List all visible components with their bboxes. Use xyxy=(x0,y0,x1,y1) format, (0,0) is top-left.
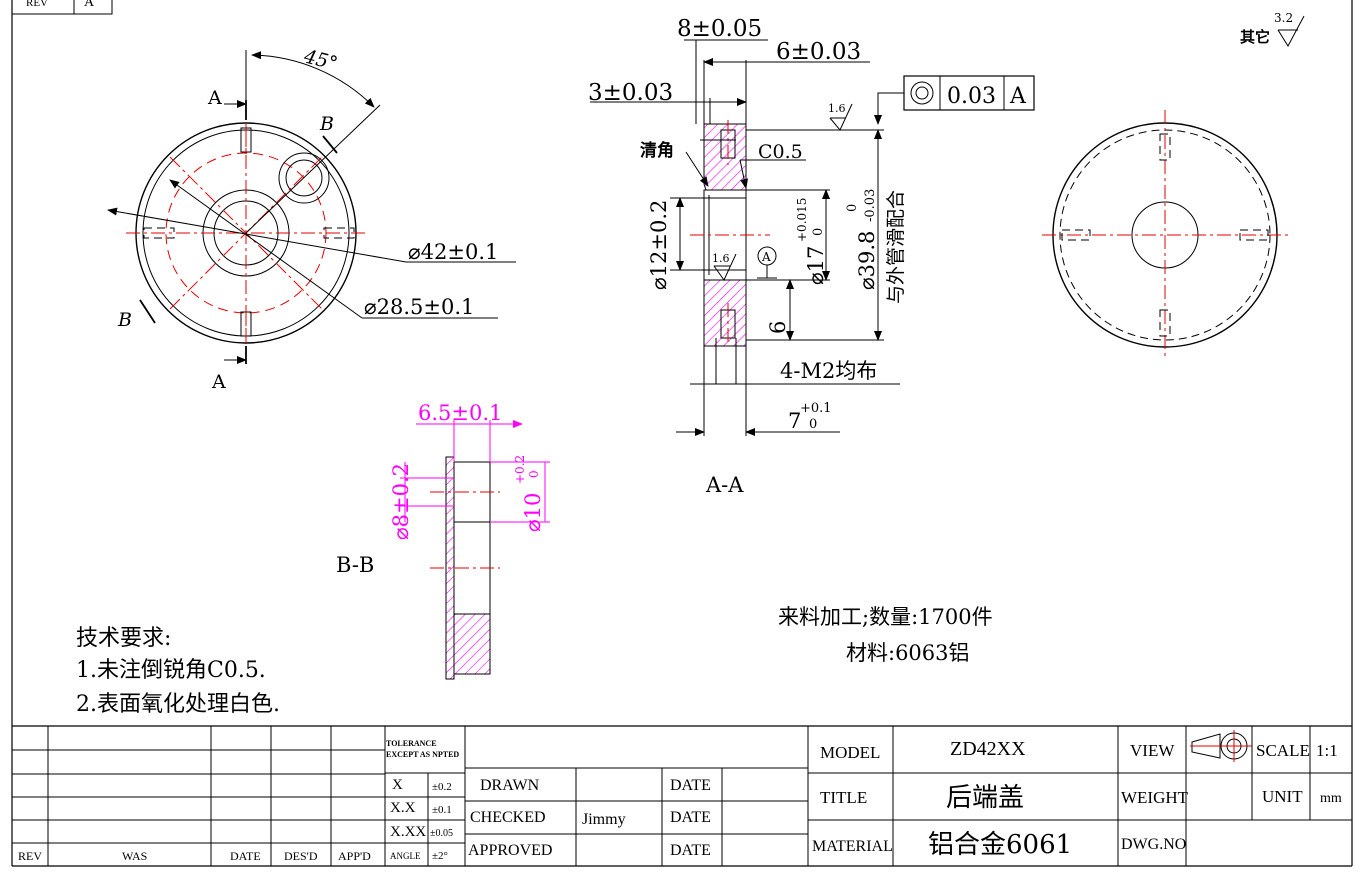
drawn-label: DRAWN xyxy=(480,777,540,794)
dim-6-5-label: 6.5±0.1 xyxy=(418,401,502,425)
dia-42-label: ⌀42±0.1 xyxy=(408,240,498,264)
production-line-1: 来料加工;数量:1700件 xyxy=(778,605,993,629)
section-aa-view: 8±0.05 6±0.03 3±0.03 0.03 A 1.6 清角 C0.5 xyxy=(588,16,1035,497)
section-a-label-top: A xyxy=(207,87,222,109)
date-label-2: DATE xyxy=(670,809,711,826)
checked-value: Jimmy xyxy=(582,811,626,828)
weight-label: WEIGHT xyxy=(1121,788,1189,807)
title-block: REV WAS DATE DES'D APP'D TOLERANCE EXCEP… xyxy=(12,725,1352,866)
unit-value: mm xyxy=(1320,791,1342,806)
thread-hole-right xyxy=(323,227,355,239)
rev-corner-value: A xyxy=(84,0,95,10)
runout-datum: A xyxy=(1009,84,1027,109)
dim-6-vertical-label: 6 xyxy=(766,321,790,334)
runout-frame: 0.03 A xyxy=(874,75,1035,125)
rough-1-label: 1.6 xyxy=(828,102,846,115)
dia-12-label: ⌀12±0.2 xyxy=(647,200,671,290)
tol-value-3: ±2° xyxy=(432,850,448,862)
dim-6-label: 6±0.03 xyxy=(776,39,861,65)
dia-10-tol-lower: 0 xyxy=(527,470,541,478)
date-col-label: DATE xyxy=(230,849,261,863)
thread-hole-top xyxy=(240,126,252,154)
tol-format-3: ANGLE xyxy=(390,851,421,861)
model-label: MODEL xyxy=(820,743,880,762)
right-view xyxy=(1042,110,1292,360)
section-aa-title: A-A xyxy=(705,473,744,497)
rev-col-label: REV xyxy=(18,849,42,863)
tol-format-2: X.XX xyxy=(390,824,426,840)
dia-17-tol-lower: 0 xyxy=(811,228,826,236)
section-b-label-bottom: B xyxy=(117,309,132,331)
tol-format-0: X xyxy=(392,777,403,793)
side-hole-outer xyxy=(278,152,330,204)
dim-7-tol-upper: +0.1 xyxy=(800,401,832,416)
model-value: ZD42XX xyxy=(950,738,1026,760)
chamfer-note: 清角 xyxy=(640,140,674,161)
rough-2-label: 1.6 xyxy=(712,252,730,265)
material-value: 铝合金6061 xyxy=(928,830,1072,860)
dia-10-tol-upper: +0.2 xyxy=(513,455,527,484)
section-aa-top-hatch xyxy=(703,123,747,191)
thread-hole-bottom xyxy=(240,310,252,338)
thread-hole-left xyxy=(143,227,175,239)
dia-39-8-tol-upper: 0 xyxy=(845,204,860,212)
tol-value-2: ±0.05 xyxy=(430,828,453,839)
rev-corner-label: REV xyxy=(26,0,48,9)
unit-label: UNIT xyxy=(1262,787,1303,806)
datum-a-label: A xyxy=(761,250,771,264)
section-bb-view: 6.5±0.1 ⌀8±0.2 ⌀10 +0.2 0 B-B xyxy=(336,401,550,680)
tol-value-1: ±0.1 xyxy=(432,804,452,816)
side-hole-inner xyxy=(285,159,323,197)
runout-value: 0.03 xyxy=(947,84,996,109)
roughness-other-value: 3.2 xyxy=(1274,11,1293,25)
section-bb-title: B-B xyxy=(336,553,374,577)
dia-8-label: ⌀8±0.2 xyxy=(389,463,413,540)
dia-10-label: ⌀10 xyxy=(521,493,545,532)
appd-col-label: APP'D xyxy=(338,849,371,863)
scale-label: SCALE xyxy=(1256,741,1310,760)
scale-value: 1:1 xyxy=(1316,741,1338,760)
dia-17-tol-upper: +0.015 xyxy=(795,198,809,242)
dim-7-label: 7 xyxy=(788,409,801,433)
rev-corner-box: REV A xyxy=(11,0,113,15)
notes-heading: 技术要求: xyxy=(76,626,171,651)
notes-line-1: 1.未注倒锐角C0.5. xyxy=(76,658,266,683)
view-label: VIEW xyxy=(1130,741,1175,760)
tolerance-heading: TOLERANCE EXCEPT AS NPTED xyxy=(386,739,460,759)
fit-note-label: 与外管滑配合 xyxy=(885,190,907,304)
thread-note-label: 4-M2均布 xyxy=(780,359,877,383)
production-line-2: 材料:6063铝 xyxy=(846,641,970,665)
dim-8-label: 8±0.05 xyxy=(677,16,762,42)
projection-icon xyxy=(1190,730,1252,762)
approved-label: APPROVED xyxy=(468,842,552,859)
dia-39-8-label: ⌀39.8 xyxy=(855,231,879,290)
section-b-label-top: B xyxy=(319,113,334,135)
date-label-1: DATE xyxy=(670,777,711,794)
notes-line-2: 2.表面氧化处理白色. xyxy=(76,692,280,717)
tol-format-1: X.X xyxy=(390,800,416,816)
dwg-no-label: DWG.NO xyxy=(1121,836,1186,853)
dim-7-tol-lower: 0 xyxy=(809,417,817,432)
roughness-other-label: 其它 xyxy=(1240,28,1270,46)
section-aa-bottom-hatch xyxy=(703,279,747,347)
dia-17-label: ⌀17 xyxy=(804,246,828,285)
dia-28-5-label: ⌀28.5±0.1 xyxy=(364,295,474,319)
roughness-other-symbol: 其它 3.2 xyxy=(1240,11,1305,47)
angle-45-label: 45° xyxy=(301,45,340,75)
dim-3-label: 3±0.03 xyxy=(588,80,673,106)
front-view: A A B B 45° ⌀42±0.1 ⌀28.5±0.1 xyxy=(107,45,516,393)
title-label: TITLE xyxy=(820,788,867,807)
section-bb-bottom-hatch xyxy=(453,613,491,675)
desd-col-label: DES'D xyxy=(284,849,318,863)
was-col-label: WAS xyxy=(122,849,147,863)
chamfer-c-label: C0.5 xyxy=(758,141,803,163)
tol-value-0: ±0.2 xyxy=(432,781,452,793)
date-label-3: DATE xyxy=(670,842,711,859)
section-a-label-bottom: A xyxy=(211,371,226,393)
dia-39-8-tol-lower: -0.03 xyxy=(863,189,878,222)
material-label: MATERIAL xyxy=(812,838,893,855)
checked-label: CHECKED xyxy=(470,809,546,826)
title-value: 后端盖 xyxy=(946,783,1024,813)
